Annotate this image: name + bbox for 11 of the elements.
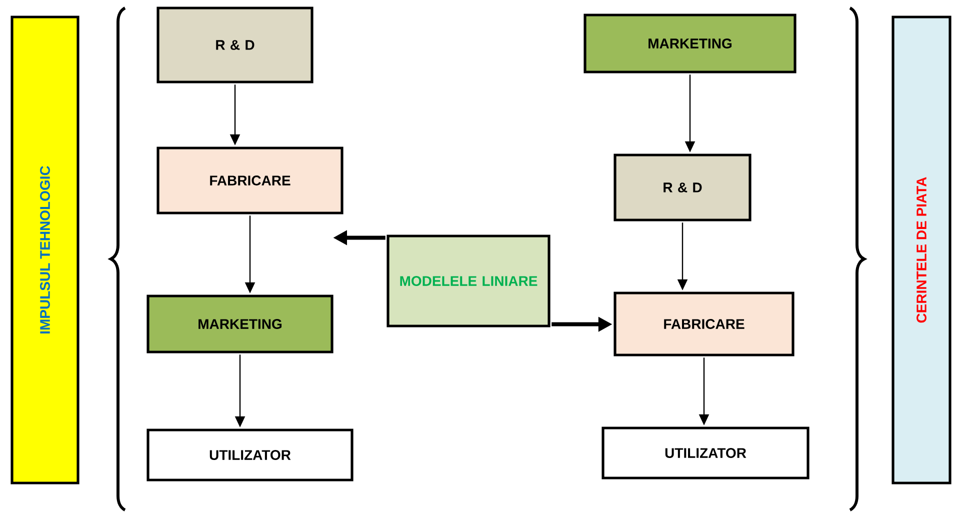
process-box: R & D bbox=[156, 6, 314, 84]
process-box: UTILIZATOR bbox=[146, 428, 354, 482]
process-box: R & D bbox=[614, 154, 752, 222]
process-box: UTILIZATOR bbox=[602, 426, 810, 480]
process-box: FABRICARE bbox=[614, 292, 794, 356]
process-box: FABRICARE bbox=[156, 146, 344, 214]
process-box: MARKETING bbox=[584, 14, 796, 74]
side-band: IMPULSUL TEHNOLOGIC bbox=[10, 16, 80, 484]
process-box: MARKETING bbox=[146, 294, 334, 354]
side-band: CERINTELE DE PIATA bbox=[892, 16, 952, 484]
model-box: MODELELE LINIARE bbox=[386, 234, 550, 328]
